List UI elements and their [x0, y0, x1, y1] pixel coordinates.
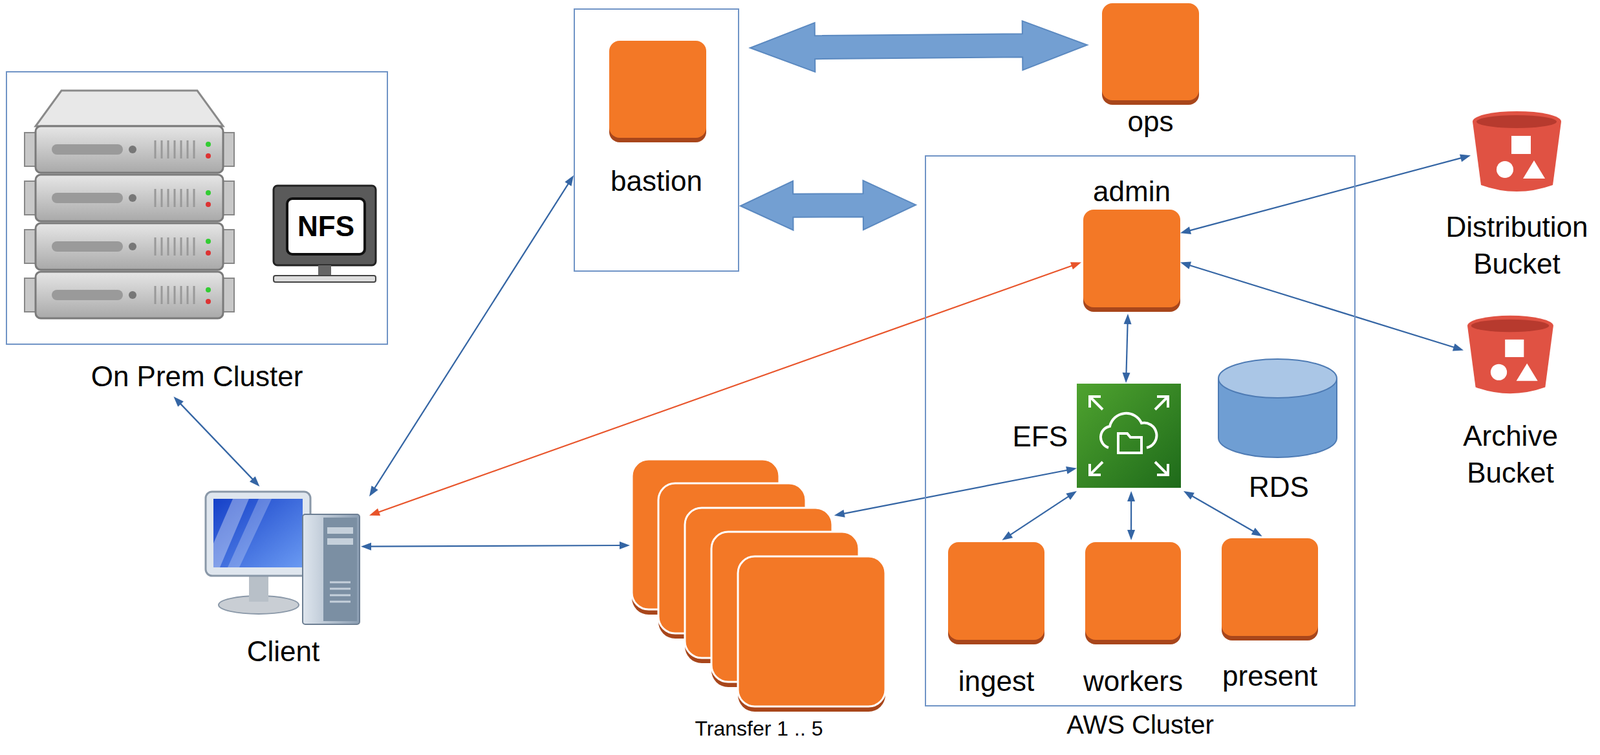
- connector-line: [1130, 499, 1132, 531]
- connector-line: [1188, 265, 1455, 348]
- arrowhead: [1124, 313, 1132, 325]
- node-label: AWS Cluster: [1066, 710, 1214, 739]
- efs-storage: EFS: [1078, 384, 1183, 489]
- connector: [369, 261, 1082, 516]
- connector-line: [1191, 495, 1255, 532]
- node-label: bastion: [610, 165, 703, 197]
- s3-bucket: Archive Bucket: [1467, 314, 1554, 396]
- arrowhead: [1127, 529, 1136, 541]
- arrowhead: [1459, 154, 1471, 163]
- arrowhead: [369, 485, 379, 497]
- connector-line: [179, 402, 254, 480]
- node-label: EFS: [1012, 421, 1068, 453]
- bastion-host: bastion: [573, 8, 740, 272]
- transfer-stack: [631, 459, 886, 712]
- block-arrow: [750, 20, 1088, 72]
- connector-line: [377, 265, 1073, 513]
- ops-instance: ops: [1102, 3, 1200, 101]
- connector-line: [1009, 496, 1070, 536]
- node-label: Client: [247, 635, 321, 667]
- node-label: ingest: [958, 665, 1035, 697]
- arrowhead: [1452, 343, 1464, 351]
- node-label: Transfer 1 .. 5: [695, 717, 824, 740]
- node-label: NFS: [297, 210, 355, 242]
- node-label: workers: [1083, 665, 1183, 697]
- connector-line: [369, 545, 621, 547]
- rds-cylinder: [1218, 358, 1337, 458]
- connector: [369, 175, 574, 497]
- arrowhead: [1251, 527, 1263, 537]
- workers-instance: workers: [1085, 541, 1181, 640]
- connector: [1180, 261, 1464, 352]
- connector-line: [1125, 322, 1128, 374]
- rds-database: RDS: [1219, 360, 1339, 459]
- connector: [1122, 313, 1132, 383]
- efs-icon: [1076, 383, 1181, 488]
- cluster-boundary: On Prem ClusterNFS: [5, 71, 389, 345]
- node-label: Distribution Bucket: [1436, 208, 1599, 282]
- arrowhead: [360, 542, 372, 551]
- arrowhead: [1070, 261, 1082, 270]
- present-instance: present: [1221, 538, 1319, 636]
- arrowhead: [369, 508, 381, 516]
- node-label: present: [1222, 660, 1318, 692]
- arrowhead: [1127, 490, 1136, 502]
- connector: [1127, 490, 1136, 541]
- arrowhead: [1183, 490, 1195, 500]
- admin-instance: admin: [1083, 209, 1181, 308]
- connector: [750, 20, 1088, 72]
- arrowhead: [1180, 261, 1192, 270]
- client-computer: Client: [204, 489, 363, 625]
- arrowhead: [1065, 490, 1077, 500]
- node-label: On Prem Cluster: [91, 360, 304, 392]
- arrowhead: [1065, 466, 1077, 475]
- block-arrow: [740, 180, 916, 231]
- client-computer: [205, 491, 360, 625]
- connector: [834, 466, 1077, 518]
- cluster-boundary: AWS ClusteradminEFSRDSingestworkersprese…: [924, 155, 1356, 707]
- node-label: Archive Bucket: [1429, 417, 1592, 491]
- node-label: admin: [1092, 175, 1171, 207]
- connector: [1001, 490, 1077, 541]
- nfs-screen: NFS: [285, 197, 367, 256]
- connector: [173, 396, 260, 487]
- arrowhead: [564, 175, 574, 187]
- transfer-instances: Transfer 1 .. 5: [631, 459, 887, 713]
- arrowhead: [249, 475, 260, 487]
- arrowhead: [1001, 530, 1013, 541]
- connector: [740, 180, 916, 231]
- connector-line: [374, 183, 570, 489]
- s3-bucket: Distribution Bucket: [1472, 109, 1562, 195]
- nfs-monitor: [273, 185, 376, 282]
- node-label: ops: [1127, 106, 1174, 138]
- server-rack: [24, 90, 235, 319]
- archive-bucket-icon: [1467, 315, 1554, 394]
- arrowhead: [1122, 372, 1131, 383]
- bastion-instance: [609, 40, 707, 138]
- connector-line: [843, 469, 1069, 514]
- arrowhead: [834, 509, 846, 518]
- ingest-instance: ingest: [948, 541, 1045, 640]
- connector: [1180, 154, 1471, 235]
- connector-line: [1189, 157, 1463, 231]
- distribution-bucket-icon: [1472, 111, 1562, 192]
- arrowhead: [1180, 226, 1192, 235]
- node-label: RDS: [1248, 471, 1309, 503]
- connector: [360, 541, 630, 551]
- arrowhead: [173, 396, 184, 407]
- arrowhead: [619, 541, 630, 550]
